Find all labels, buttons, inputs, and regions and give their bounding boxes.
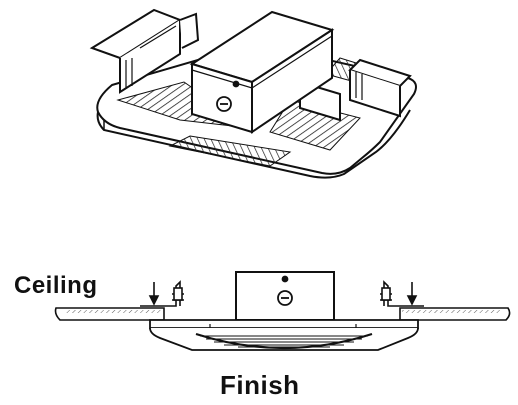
rib-area-bottom bbox=[168, 135, 292, 167]
right-mounting-bracket bbox=[299, 58, 412, 122]
section-view-drawing bbox=[54, 271, 511, 351]
spring-clip-right bbox=[380, 280, 424, 307]
ceiling-label: Ceiling bbox=[14, 272, 98, 299]
isometric-fixture-drawing bbox=[89, 8, 417, 179]
lens-grille bbox=[195, 324, 373, 350]
arrow-down-right-icon bbox=[406, 282, 418, 306]
ceiling-board-right bbox=[399, 307, 511, 321]
spring-clip-left bbox=[140, 280, 184, 307]
ceiling-board-left bbox=[54, 307, 165, 321]
junction-box-section bbox=[235, 271, 335, 321]
finish-label: Finish bbox=[220, 370, 300, 400]
knockout-icon bbox=[216, 96, 232, 112]
left-mounting-bracket bbox=[89, 8, 200, 94]
arrow-down-left-icon bbox=[148, 282, 160, 306]
